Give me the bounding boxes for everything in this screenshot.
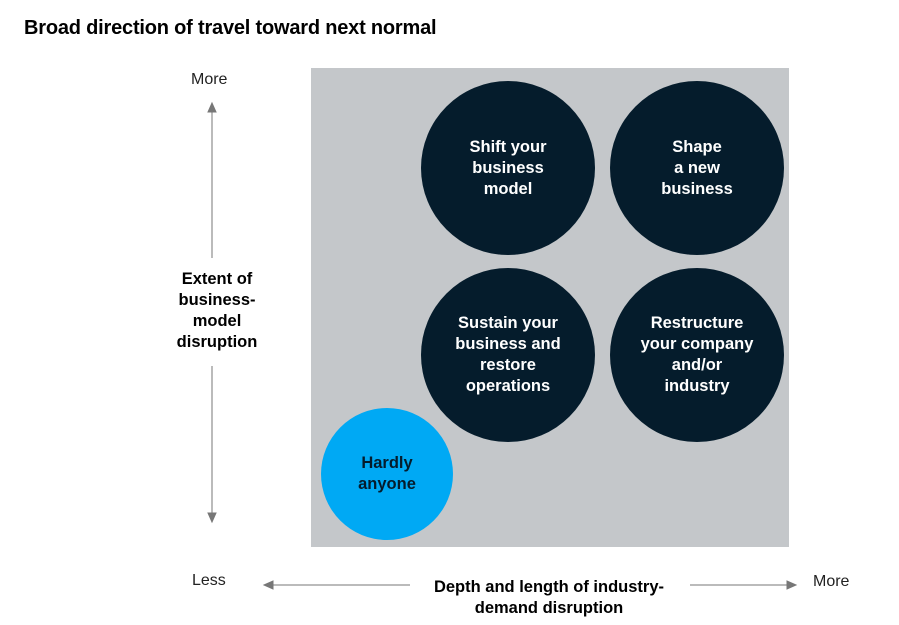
y-axis-label: Extent of business- model disruption (176, 270, 258, 351)
y-arrow-up-head (207, 101, 217, 113)
chart-title: Broad direction of travel toward next no… (24, 17, 437, 39)
y-axis-less: Less (192, 572, 226, 589)
x-axis-more: More (813, 573, 850, 590)
matrix-background: Shift your business model Shape a new bu… (311, 68, 789, 547)
x-arrow-right-head (786, 580, 798, 590)
quadrant-hardly-anyone: Hardly anyone (321, 408, 453, 540)
quadrant-shape-new-business: Shape a new business (610, 81, 784, 255)
y-arrow-down-head (207, 512, 217, 524)
x-arrow-left-head (262, 580, 274, 590)
x-axis-label: Depth and length of industry- demand dis… (433, 578, 665, 617)
quadrant-shift-business-model: Shift your business model (421, 81, 595, 255)
quadrant-restructure: Restructure your company and/or industry (610, 268, 784, 442)
quadrant-sustain-restore: Sustain your business and restore operat… (421, 268, 595, 442)
y-axis-more: More (191, 71, 228, 88)
